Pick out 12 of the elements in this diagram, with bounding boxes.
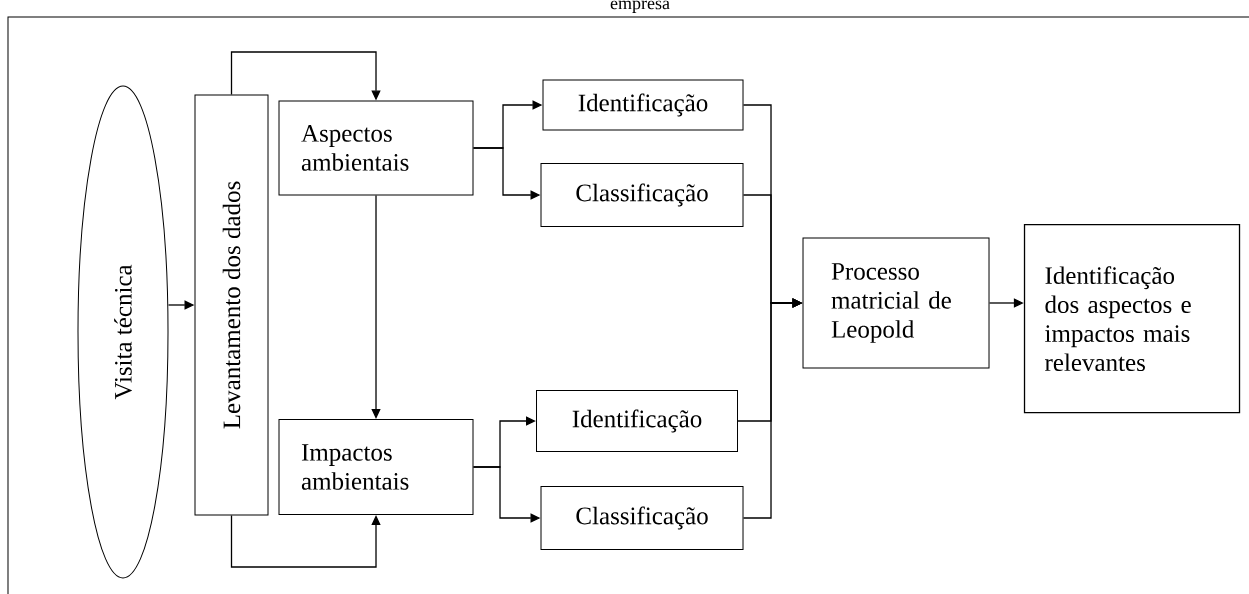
process-box: Impactos ambientais (278, 419, 474, 515)
process-box: Aspectos ambientais (278, 100, 474, 196)
process-box: Classificação (540, 163, 744, 227)
title-fragment: empresa (610, 0, 670, 13)
process-box: Identificação dos aspectos e impactos mais relevantes (1023, 224, 1241, 414)
arrow (371, 194, 381, 419)
process-box: Identificação (536, 390, 738, 452)
process-box: Levantamento dos dados (194, 94, 269, 516)
process-box: Processo matricial de Leopold (802, 237, 990, 369)
process-box: Classificação (540, 486, 744, 550)
arrow (230, 514, 381, 568)
process-box: Identificação (542, 79, 744, 131)
